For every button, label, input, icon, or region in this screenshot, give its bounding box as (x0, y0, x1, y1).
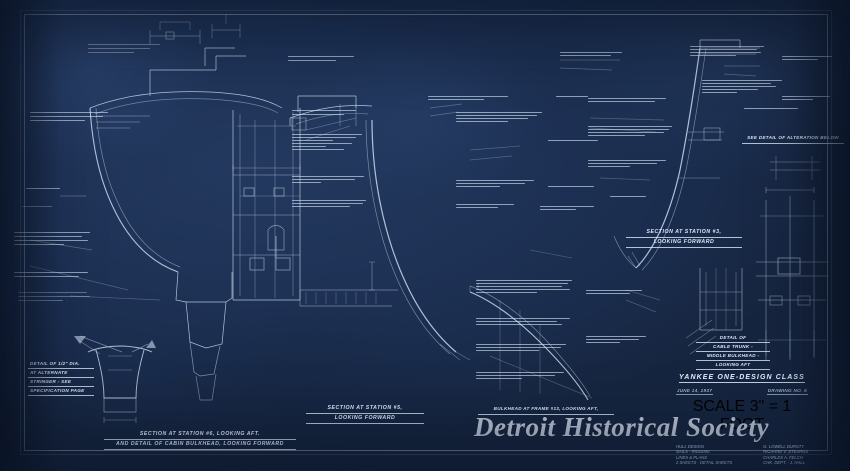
drawing-title: YANKEE ONE-DESIGN CLASS (679, 374, 805, 383)
note-block (428, 96, 508, 102)
note-block (744, 108, 798, 111)
note-block (702, 80, 782, 95)
caption-line: SECTION AT STATION #5, (306, 404, 424, 414)
note-block (548, 186, 594, 189)
credits-right: G. LOWELL DURSTY RICHARD V. STEARNS CHAR… (763, 444, 808, 466)
note-block (476, 318, 570, 327)
note-block (782, 96, 830, 102)
title-block-fields: JUNE 14, 1937 DRAWING NO. 6 (676, 388, 808, 395)
note-block (14, 232, 90, 248)
credit-line: CHK. DEPT. - J. HALL (763, 460, 805, 466)
note-block (556, 96, 588, 99)
note-block (586, 290, 642, 296)
note-block (30, 112, 108, 124)
note-block (560, 52, 622, 58)
note-block (476, 280, 572, 295)
note-block (292, 176, 364, 185)
caption-line: CABLE TRUNK - (696, 343, 770, 352)
caption-line: DETAIL OF (696, 334, 770, 343)
note-block (292, 110, 356, 118)
caption-line: LOOKING FORWARD (306, 414, 424, 424)
caption-line: AT ALTERNATE (28, 369, 94, 378)
note-block (586, 336, 646, 345)
caption-station-3: SECTION AT STATION #3, LOOKING FORWARD (626, 228, 742, 248)
note-block (456, 180, 534, 189)
caption-line: SECTION AT STATION #3, (626, 228, 742, 238)
caption-line: SPECIFICATION PAGE (28, 387, 94, 396)
caption-line: AND DETAIL OF CABIN BULKHEAD, LOOKING FO… (104, 440, 296, 450)
note-block (610, 196, 646, 199)
title-block-date: JUNE 14, 1937 (676, 388, 714, 395)
note-block (476, 372, 564, 381)
credit-line: 2 SHEETS - DETAIL SHEETS (676, 460, 733, 466)
title-block-drawing-number: DRAWING NO. 6 (766, 388, 808, 395)
note-block (292, 200, 366, 209)
note-block (548, 140, 598, 143)
note-block (588, 98, 666, 104)
caption-line: DETAIL OF 1/2" DIA. (28, 360, 94, 369)
caption-line: SEE DETAIL OF ALTERATION BELOW (742, 134, 844, 144)
note-block (690, 46, 764, 58)
note-block (292, 134, 362, 152)
note-block (88, 44, 160, 56)
note-block (588, 126, 672, 138)
note-block (588, 160, 666, 169)
note-block (22, 206, 52, 210)
note-block (18, 292, 90, 304)
caption-line: MIDDLE BULKHEAD - (696, 352, 770, 361)
note-block (14, 272, 88, 280)
note-block (456, 204, 514, 210)
note-block (540, 206, 594, 212)
credits-left: HULL DESIGN SAILS - RIGGING LINES & PLAN… (676, 444, 732, 466)
caption-station-5: SECTION AT STATION #5, LOOKING FORWARD (306, 404, 424, 424)
note-block (456, 112, 542, 124)
note-block (476, 344, 566, 353)
caption-line: LOOKING FORWARD (626, 238, 742, 248)
title-block-credits: HULL DESIGN SAILS - RIGGING LINES & PLAN… (676, 444, 808, 466)
caption-station-6: SECTION AT STATION #6, LOOKING AFT. AND … (104, 430, 296, 450)
note-block (26, 188, 60, 192)
caption-cable-trunk: DETAIL OF CABLE TRUNK - MIDDLE BULKHEAD … (696, 334, 770, 370)
note-block (782, 56, 832, 62)
caption-keel-alteration: DETAIL OF 1/2" DIA. AT ALTERNATE STRINGE… (28, 360, 94, 396)
caption-line: SECTION AT STATION #6, LOOKING AFT. (104, 430, 296, 440)
watermark: Detroit Historical Society (474, 412, 769, 442)
caption-line: STRINGER - SEE (28, 378, 94, 387)
note-block (288, 56, 354, 64)
caption-alteration-ref: SEE DETAIL OF ALTERATION BELOW (742, 134, 844, 144)
